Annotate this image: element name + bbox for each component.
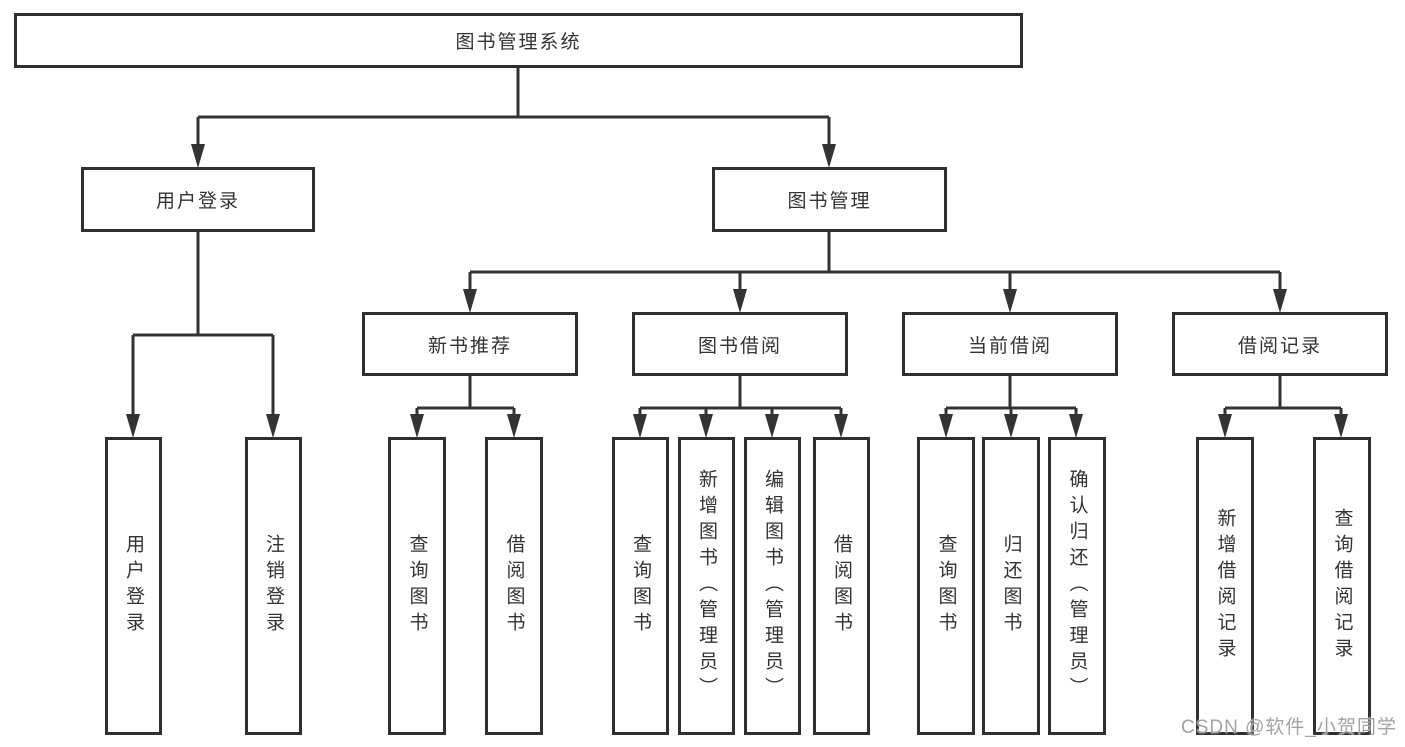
leaf-label: 用户登录	[123, 534, 144, 638]
leaf-nb-borrow-books: 借阅图书	[485, 437, 543, 735]
leaf-nb-query-books: 查询图书	[388, 437, 446, 735]
leaf-label: 归还图书	[1000, 534, 1022, 638]
leaf-br-query-record: 查询借阅记录	[1313, 437, 1371, 735]
leaf-cb-return-books: 归还图书	[982, 437, 1040, 735]
leaf-br-add-record: 新增借阅记录	[1196, 437, 1254, 735]
node-book-borrowing: 图书借阅	[632, 312, 848, 376]
leaf-bb-query-books: 查询图书	[612, 437, 669, 735]
leaf-label: 编辑图书（管理员）	[762, 469, 783, 703]
leaf-label: 查询图书	[630, 534, 651, 638]
leaf-label: 确认归还（管理员）	[1066, 469, 1088, 703]
connector-borrow-record-to-children	[1223, 376, 1343, 421]
leaf-label: 新增借阅记录	[1214, 508, 1236, 664]
node-user-login: 用户登录	[81, 167, 315, 232]
leaf-label: 查询借阅记录	[1331, 508, 1353, 664]
leaf-bb-edit-books-admin: 编辑图书（管理员）	[744, 437, 801, 735]
leaf-cb-confirm-return-admin: 确认归还（管理员）	[1048, 437, 1106, 735]
node-new-book-recommend: 新书推荐	[362, 312, 578, 376]
connector-book-mgmt-to-level3	[468, 232, 1282, 295]
leaf-logout: 注销登录	[245, 437, 302, 735]
node-borrow-records: 借阅记录	[1172, 312, 1388, 376]
leaf-label: 查询图书	[935, 534, 957, 638]
leaf-label: 注销登录	[263, 534, 284, 638]
connector-new-book-to-children	[415, 376, 516, 421]
leaf-cb-query-books: 查询图书	[917, 437, 975, 735]
connector-book-borrow-to-children	[638, 376, 843, 421]
connector-root-to-level2	[196, 68, 831, 150]
arrowheads	[126, 144, 1348, 438]
leaf-bb-borrow-books: 借阅图书	[813, 437, 870, 735]
leaf-bb-add-books-admin: 新增图书（管理员）	[678, 437, 735, 735]
leaf-user-login: 用户登录	[105, 437, 162, 735]
node-book-management: 图书管理	[712, 167, 947, 232]
node-current-borrowing: 当前借阅	[902, 312, 1118, 376]
leaf-label: 借阅图书	[503, 534, 525, 638]
leaf-label: 新增图书（管理员）	[696, 469, 717, 703]
connector-user-login-to-children	[131, 232, 275, 421]
node-root-system: 图书管理系统	[14, 13, 1023, 68]
leaf-label: 借阅图书	[831, 534, 852, 638]
watermark: CSDN @软件_小贺同学	[1181, 717, 1397, 738]
leaf-label: 查询图书	[406, 534, 428, 638]
